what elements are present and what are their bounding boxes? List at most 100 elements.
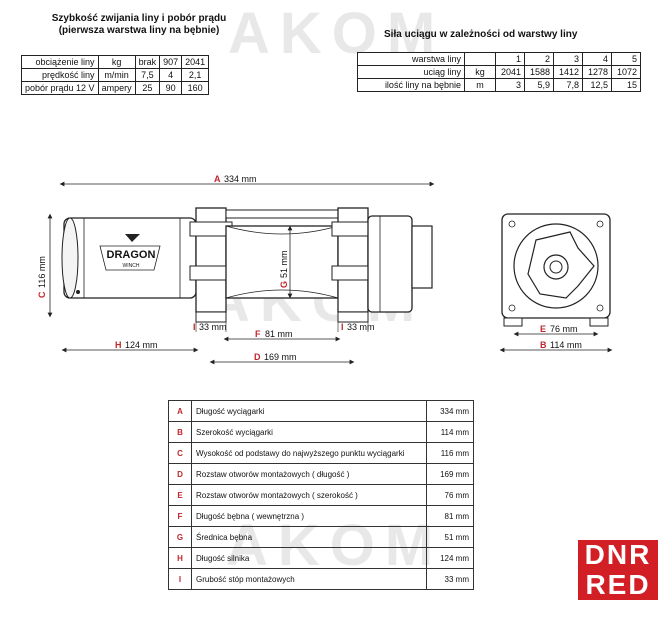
row-label: pobór prądu 12 V: [21, 81, 99, 95]
table-cell: 2: [524, 52, 554, 66]
legend-description: Długość silnika: [191, 547, 427, 569]
row-label: ilość liny na bębnie: [357, 78, 465, 92]
logo-line2: RED: [578, 570, 658, 600]
legend-letter: G: [168, 526, 192, 548]
winch-drawing: A 334 mm DRAGON WINCH: [37, 174, 613, 365]
table-cell: 1588: [524, 65, 554, 79]
legend-letter: A: [168, 400, 192, 422]
table-cell: 3: [495, 78, 525, 92]
dragon-logo: DRAGON WINCH: [99, 234, 161, 271]
dim-g-letter: G: [279, 281, 289, 288]
legend-letter: F: [168, 505, 192, 527]
table-cell: 1: [495, 52, 525, 66]
legend-value: 169 mm: [426, 463, 474, 485]
table-cell: kg: [464, 65, 496, 79]
row-label: obciążenie liny: [21, 55, 99, 69]
table-cell: 4: [159, 68, 183, 82]
table-cell: 1072: [611, 65, 641, 79]
winch-drum: [225, 209, 339, 299]
svg-text:DRAGON: DRAGON: [107, 249, 156, 261]
legend-value: 33 mm: [426, 568, 474, 590]
dim-i-right-letter: I: [341, 322, 344, 332]
right-bracket: [331, 207, 375, 323]
table1-title-line1: Szybkość zwijania liny i pobór prądu: [51, 13, 227, 24]
dim-e-letter: E: [540, 324, 546, 334]
dim-h-value: 124 mm: [125, 340, 158, 350]
legend-value: 51 mm: [426, 526, 474, 548]
legend-description: Długość wyciągarki: [191, 400, 427, 422]
table-cell: 907: [159, 55, 183, 69]
table-cell: 25: [134, 81, 161, 95]
dim-a-value: 334 mm: [224, 174, 257, 184]
logo-line1: DNR: [578, 540, 658, 570]
legend-description: Szerokość wyciągarki: [191, 421, 427, 443]
table-cell: kg: [97, 55, 136, 69]
table-cell: 5,9: [524, 78, 554, 92]
table-cell: 3: [553, 52, 583, 66]
row-label: warstwa liny: [357, 52, 465, 66]
table-cell: m: [464, 78, 496, 92]
table-cell: 5: [611, 52, 641, 66]
table-cell: brak: [134, 55, 161, 69]
table-cell: 1412: [553, 65, 583, 79]
dim-c-letter: C: [37, 291, 47, 298]
legend-value: 124 mm: [426, 547, 474, 569]
dnr-red-logo: DNR RED: [578, 540, 658, 600]
dim-b-letter: B: [540, 340, 547, 350]
table-cell: 15: [611, 78, 641, 92]
dim-f-value: 81 mm: [265, 329, 293, 339]
table-cell: 2041: [181, 55, 210, 69]
table-cell: 160: [181, 81, 210, 95]
dim-b-value: 114 mm: [550, 340, 582, 350]
dim-c-value: 116 mm: [37, 256, 47, 288]
legend-letter: E: [168, 484, 192, 506]
legend-value: 116 mm: [426, 442, 474, 464]
dim-e-value: 76 mm: [550, 324, 578, 334]
gearbox: [367, 215, 433, 313]
legend-value: 81 mm: [426, 505, 474, 527]
dim-i-left-letter: I: [193, 322, 196, 332]
table-cell: 4: [582, 52, 612, 66]
table-cell: [464, 52, 496, 66]
legend-letter: B: [168, 421, 192, 443]
legend-description: Średnica bębna: [191, 526, 427, 548]
table-cell: 12,5: [582, 78, 612, 92]
row-label: uciąg liny: [357, 65, 465, 79]
table1-title-line2: (pierwsza warstwa liny na bębnie): [58, 25, 220, 36]
legend-value: 334 mm: [426, 400, 474, 422]
legend-letter: H: [168, 547, 192, 569]
dim-d-value: 169 mm: [264, 352, 297, 362]
dim-h-letter: H: [115, 340, 122, 350]
row-label: prędkość liny: [21, 68, 99, 82]
legend-letter: C: [168, 442, 192, 464]
table-cell: 90: [159, 81, 183, 95]
svg-text:WINCH: WINCH: [123, 263, 140, 269]
winch-side-view: [501, 213, 611, 327]
legend-description: Rozstaw otworów montażowych ( długość ): [191, 463, 427, 485]
legend-description: Długość bębna ( wewnętrzna ): [191, 505, 427, 527]
legend-description: Rozstaw otworów montażowych ( szerokość …: [191, 484, 427, 506]
table-cell: 2,1: [181, 68, 210, 82]
dim-f-letter: F: [255, 329, 261, 339]
table2-title: Siła uciągu w zależności od warstwy liny: [384, 29, 578, 40]
dim-d-letter: D: [254, 352, 261, 362]
legend-value: 114 mm: [426, 421, 474, 443]
table-cell: 7,8: [553, 78, 583, 92]
legend-letter: D: [168, 463, 192, 485]
legend-value: 76 mm: [426, 484, 474, 506]
table-cell: 1278: [582, 65, 612, 79]
legend-description: Grubość stóp montażowych: [191, 568, 427, 590]
